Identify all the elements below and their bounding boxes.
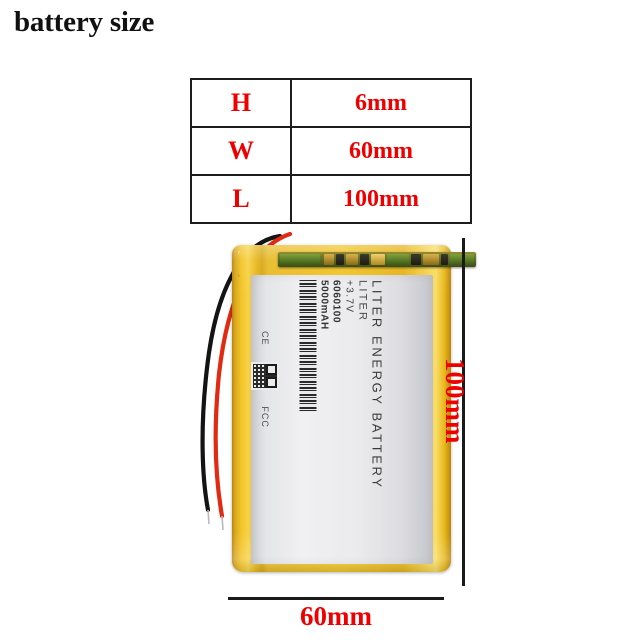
table-row: H 6mm xyxy=(190,78,472,128)
label-brand: LITER ENERGY BATTERY xyxy=(369,279,385,490)
fcc-mark: FCC xyxy=(260,406,270,428)
pcb-pad xyxy=(280,254,320,265)
table-cell-key-l: L xyxy=(190,174,292,224)
pcb-chip xyxy=(360,254,369,265)
barcode xyxy=(299,279,317,412)
battery-label: CE FCC LITER ENERGY BATTERY LITER +3.7V … xyxy=(251,275,433,564)
pcb-chip xyxy=(336,254,344,265)
label-capacity: 5000mAH xyxy=(318,279,330,330)
negative-wire-tip xyxy=(207,509,210,525)
pcb-pad xyxy=(423,254,439,265)
table-cell-value-w: 60mm xyxy=(290,126,472,176)
battery-foil-body: CE FCC LITER ENERGY BATTERY LITER +3.7V … xyxy=(232,245,476,572)
pcb-pad xyxy=(346,254,358,265)
pcb-pad xyxy=(324,254,334,265)
qr-code-icon xyxy=(251,361,279,390)
label-model: 6060100 xyxy=(330,279,342,323)
battery-label-text: LITER ENERGY BATTERY LITER +3.7V 6060100… xyxy=(299,279,385,560)
ce-mark: CE xyxy=(260,331,270,346)
pcb-pad xyxy=(387,254,409,265)
width-dimension-label: 60mm xyxy=(300,601,372,631)
height-dimension-line xyxy=(462,238,465,586)
table-cell-key-h: H xyxy=(190,78,292,128)
width-dimension-line xyxy=(228,597,444,600)
table-row: W 60mm xyxy=(190,126,472,176)
table-cell-value-h: 6mm xyxy=(290,78,472,128)
battery-size-table: H 6mm W 60mm L 100mm xyxy=(190,78,472,224)
table-row: L 100mm xyxy=(190,174,472,224)
label-sub: LITER xyxy=(356,279,369,322)
pcb-pad xyxy=(371,254,385,265)
pcb-chip xyxy=(411,254,421,265)
battery-certification-marks: CE FCC xyxy=(251,331,279,440)
protection-circuit-board xyxy=(278,252,476,267)
positive-wire-tip xyxy=(221,515,224,531)
page-title: battery size xyxy=(14,6,155,38)
table-cell-key-w: W xyxy=(190,126,292,176)
label-voltage: +3.7V xyxy=(343,279,355,313)
pcb-chip xyxy=(441,254,448,265)
table-cell-value-l: 100mm xyxy=(290,174,472,224)
height-dimension-label: 100mm xyxy=(440,358,470,444)
